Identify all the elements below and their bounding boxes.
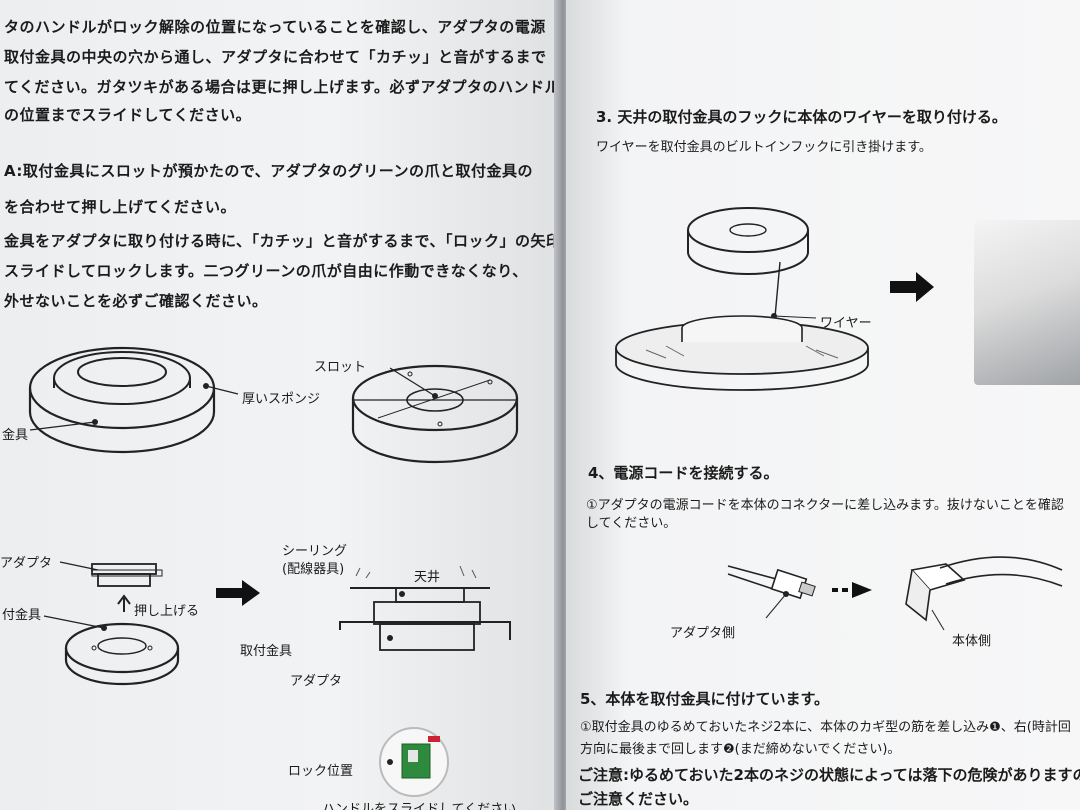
bracket-sponge-diagram (28, 346, 239, 454)
step4-text-line1: ①アダプタの電源コードを本体のコネクターに差し込みます。抜けないことを確認 (586, 498, 1064, 513)
label-bracket-top: 金具 (2, 428, 29, 443)
caution-line2: ご注意ください。 (578, 790, 699, 808)
ceiling-assembly-diagram (339, 565, 511, 651)
para3-line3: 外せないことを必ずご確認ください。 (4, 292, 268, 310)
adapter-pushup-diagram (43, 561, 180, 686)
label-ceiling: 天井 (414, 570, 441, 585)
step3-text: ワイヤーを取付金具のビルトインフックに引き掛けます。 (596, 140, 932, 155)
lock-position-diagram (379, 727, 449, 797)
label-adapter-left: アダプタ (0, 556, 53, 571)
label-bracket-left: 付金具 (2, 608, 42, 623)
para2-line2: を合わせて押し上げてください。 (4, 198, 237, 216)
fixture-photo (974, 220, 1080, 385)
right-arrow-icon (216, 580, 260, 606)
label-slide-handle: ハンドルをスライドしてください (322, 802, 517, 810)
para1-line3: てください。ガタツキがある場合は更に押し上げます。必ずアダプタのハンドル (4, 78, 560, 96)
step5-text-line1: ①取付金具のゆるめておいたネジ2本に、本体のカギ型の筋を差し込み❶、右(時計回 (580, 720, 1071, 735)
step4-text-line2: してください。 (586, 516, 677, 531)
para1-line4: の位置までスライドしてください。 (4, 106, 252, 124)
step4-title: 4、電源コードを接続する。 (588, 464, 779, 482)
para2-line1: A:取付金具にスロットが預かたので、アダプタのグリーンの爪と取付金具の (4, 162, 534, 180)
left-page: タのハンドルがロック解除の位置になっていることを確認し、アダプタの電源 取付金具… (0, 0, 560, 810)
connector-diagram (727, 556, 1063, 631)
label-adapter-mid: アダプタ (290, 674, 343, 689)
para1-line1: タのハンドルがロック解除の位置になっていることを確認し、アダプタの電源 (4, 18, 546, 36)
step5-title: 5、本体を取付金具に付けています。 (580, 690, 829, 708)
label-lock-pos: ロック位置 (288, 764, 354, 779)
label-bracket-mid: 取付金具 (240, 644, 293, 659)
label-adapter-side: アダプタ側 (670, 626, 736, 641)
label-ceiling-ring: シーリング (282, 544, 348, 559)
slot-ring-diagram (351, 364, 519, 464)
para3-line1: 金具をアダプタに取り付ける時に、「カチッ」と音がするまで、「ロック」の矢印 (4, 232, 560, 250)
label-wire: ワイヤー (820, 316, 872, 331)
label-wiring: (配線器具) (282, 562, 345, 577)
para1-line2: 取付金具の中央の穴から通し、アダプタに合わせて「カチッ」と音がするまで (4, 48, 547, 66)
para3-line2: スライドしてロックします。二つグリーンの爪が自由に作動できなくなり、 (4, 262, 528, 280)
caution-line1: ご注意:ゆるめておいた2本のネジの状態によっては落下の危険がありますので十 (578, 766, 1080, 784)
label-slot: スロット (314, 360, 367, 375)
step5-text-line2: 方向に最後まで回します❷(まだ締めないでください)。 (580, 742, 901, 757)
step3-title: 3. 天井の取付金具のフックに本体のワイヤーを取り付ける。 (596, 108, 1007, 126)
label-sponge: 厚いスポンジ (242, 392, 321, 407)
label-body-side: 本体側 (952, 634, 992, 649)
right-page: 3. 天井の取付金具のフックに本体のワイヤーを取り付ける。 ワイヤーを取付金具の… (566, 0, 1080, 810)
right-arrow-icon-2 (890, 272, 934, 302)
wire-hook-diagram (615, 207, 869, 391)
label-push-up: 押し上げる (134, 604, 200, 619)
